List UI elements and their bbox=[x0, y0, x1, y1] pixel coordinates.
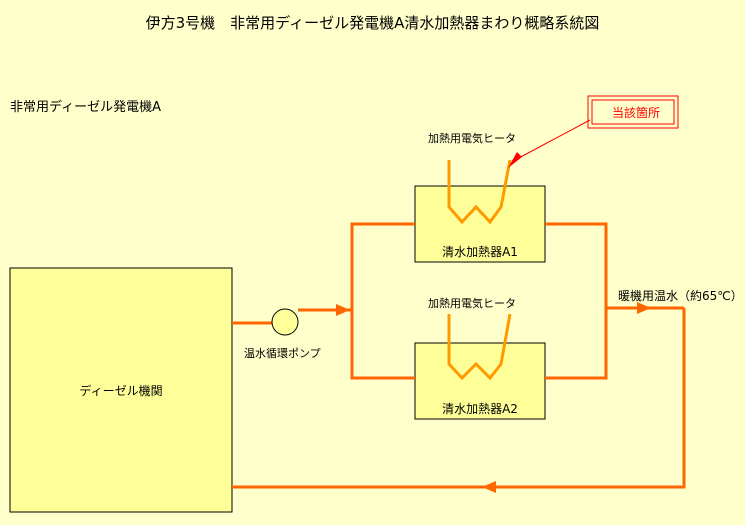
diagram-title: 伊方3号機 非常用ディーゼル発電機A清水加熱器まわり概略系統図 bbox=[145, 14, 600, 32]
flow-arrow-return bbox=[482, 481, 496, 493]
pump-label: 温水循環ポンプ bbox=[244, 347, 321, 360]
engine-box bbox=[9, 267, 233, 513]
warm-water-label: 暖機用温水（約65℃） bbox=[618, 289, 743, 303]
electric-heater-1-element bbox=[447, 159, 512, 225]
diagram-subtitle: 非常用ディーゼル発電機A bbox=[10, 100, 161, 115]
heater-a2-label: 清水加熱器A2 bbox=[442, 402, 518, 416]
callout-box-inner bbox=[591, 99, 675, 125]
flow-arrow-pump-out bbox=[336, 304, 350, 316]
heater-a1-label: 清水加熱器A1 bbox=[442, 245, 518, 259]
electric-heater-1-label: 加熱用電気ヒータ bbox=[428, 132, 516, 145]
callout-box-outer bbox=[587, 95, 679, 129]
pump-symbol bbox=[271, 308, 299, 336]
flow-arrow-warm bbox=[637, 302, 651, 314]
heater-a2-box bbox=[414, 342, 546, 420]
engine-label: ディーゼル機関 bbox=[79, 384, 163, 398]
callout-label: 当該箇所 bbox=[611, 106, 660, 120]
callout-leader bbox=[514, 119, 591, 161]
electric-heater-2-label: 加熱用電気ヒータ bbox=[428, 297, 516, 310]
heater-a1-box bbox=[414, 185, 546, 263]
electric-heater-2-element bbox=[447, 313, 512, 381]
